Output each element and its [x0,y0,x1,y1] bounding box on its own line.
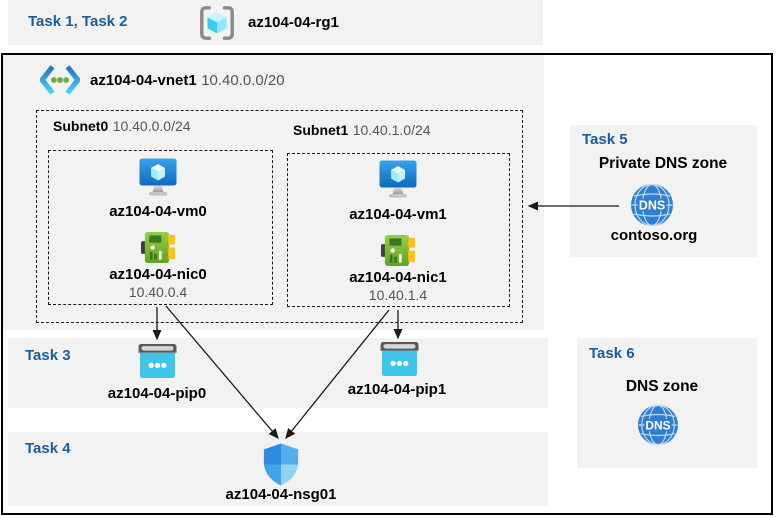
vm0-icon [139,158,177,198]
vnet-title: az104-04-vnet1 10.40.0.0/20 [90,72,285,90]
vm0-name: az104-04-vm0 [109,203,207,220]
task6-label: Task 6 [589,345,635,362]
subnets-dashed-container [36,110,523,323]
resource-group-name: az104-04-rg1 [248,14,339,31]
vm1-icon [379,160,417,200]
task3-panel [8,338,548,408]
task6-panel [577,338,757,468]
task12-label: Task 1, Task 2 [28,13,128,30]
subnet1-cidr: 10.40.1.0/24 [352,122,431,138]
subnet0-box [48,150,273,305]
nic0-ip: 10.40.0.4 [128,284,188,300]
nsg-icon [262,443,300,486]
subnet0-name: Subnet0 [53,118,109,134]
private-dns-zone-name: contoso.org [610,227,698,244]
vnet-name: az104-04-vnet1 [90,72,197,89]
vnet-container [3,55,544,330]
dns-zone-icon-text: DNS [645,418,670,432]
dns-zone-icon: DNS [637,404,679,446]
nic1-name: az104-04-nic1 [349,269,447,286]
subnet1-box [287,153,510,307]
pip1-icon [379,341,420,377]
task5-label: Task 5 [582,131,628,148]
pip0-name: az104-04-pip0 [107,385,207,402]
vm1-name: az104-04-vm1 [349,206,447,223]
nsg-name: az104-04-nsg01 [225,486,337,503]
task12-panel: Task 1, Task 2 az104-04-rg1 [8,0,543,45]
pip0-icon [137,343,178,379]
subnet0-cidr: 10.40.0.0/24 [112,118,191,134]
resource-group-icon [198,4,236,42]
subnet1-name: Subnet1 [293,122,349,138]
pip1-name: az104-04-pip1 [347,381,447,398]
subnet1-title: Subnet1 10.40.1.0/24 [293,122,431,140]
nic1-icon [381,234,416,267]
task4-label: Task 4 [25,440,71,457]
vnet-cidr: 10.40.0.0/20 [201,72,285,89]
nic0-icon [141,231,176,264]
private-dns-zone-title: Private DNS zone [598,155,728,172]
task3-label: Task 3 [25,347,71,364]
subnet0-title: Subnet0 10.40.0.0/24 [53,118,191,136]
vnet-icon [38,64,82,96]
private-dns-icon: DNS [630,183,674,227]
nic1-ip: 10.40.1.4 [368,287,428,303]
private-dns-icon-text: DNS [639,199,665,213]
dns-zone-title: DNS zone [625,378,699,395]
nic0-name: az104-04-nic0 [109,266,207,283]
